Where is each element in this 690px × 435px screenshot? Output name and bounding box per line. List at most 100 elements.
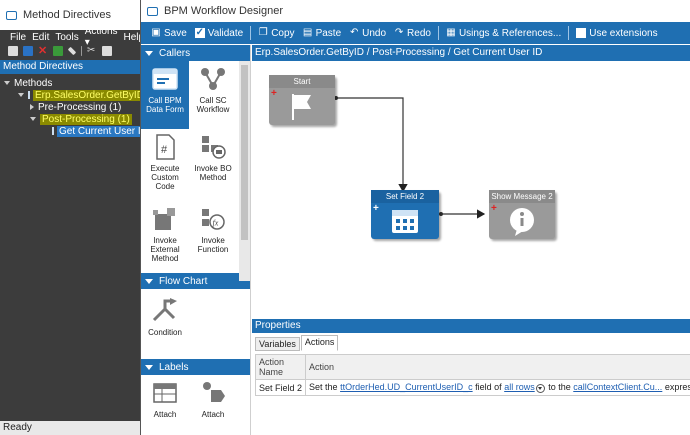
redo-icon: ↷ [394, 27, 404, 38]
code-file-icon: # [151, 133, 179, 161]
callers-label: Callers [159, 47, 191, 59]
table-header-row: Action Name Action [254, 354, 690, 380]
properties-panel: Variables Actions Action Name Action Set… [252, 333, 690, 435]
add-icon[interactable]: + [491, 203, 497, 214]
undo-button[interactable]: ↶ Undo [345, 22, 390, 44]
action-text: Set the [309, 382, 338, 393]
toolbox-item-label: Call SC Workflow [196, 96, 230, 114]
table-row[interactable]: Set Field 2 Set the ttOrderHed.UD_Curren… [254, 379, 690, 396]
cut-icon[interactable]: ✂ [87, 45, 96, 56]
action-name-cell: Set Field 2 [254, 379, 307, 396]
node-title: Show Message 2 [489, 190, 555, 203]
tree-row-method[interactable]: Erp.SalesOrder.GetByID [0, 89, 146, 101]
save-button[interactable]: ▣ Save [147, 22, 191, 44]
workflow-canvas[interactable]: Start + Set Field 2 + Show Message 2 + [252, 61, 690, 319]
redo-button[interactable]: ↷ Redo [390, 22, 435, 44]
references-icon: ▦ [446, 27, 456, 38]
save-icon[interactable] [23, 46, 33, 56]
collapsed-caret-icon[interactable] [30, 104, 34, 110]
expanded-caret-icon[interactable] [4, 81, 10, 85]
toolbox-item-label: Invoke Function [197, 236, 229, 254]
toolbox-invoke-function[interactable]: fx Invoke Function [189, 201, 237, 273]
flag-icon [292, 94, 311, 120]
scrollbar-thumb[interactable] [241, 65, 248, 240]
node-title: Set Field 2 [371, 190, 439, 203]
toolbar-divider [250, 26, 252, 40]
validate-label: Validate [207, 27, 244, 39]
tree-label-pre-processing: Pre-Processing (1) [38, 101, 122, 113]
tree-row-pre-processing[interactable]: Pre-Processing (1) [0, 101, 140, 113]
toolbox-call-sc-workflow[interactable]: Call SC Workflow [189, 61, 237, 129]
connector-dot [334, 96, 338, 100]
tree-row-post-processing[interactable]: Post-Processing (1) [0, 113, 140, 125]
toolbox-item-label: Condition [148, 328, 182, 337]
toolbox-scrollbar[interactable] [239, 61, 250, 281]
validate-button[interactable]: ✓ Validate [191, 22, 247, 44]
save-icon: ▣ [151, 27, 161, 38]
paste-button[interactable]: ▤ Paste [299, 22, 346, 44]
flow-chart-section-header[interactable]: Flow Chart [141, 273, 250, 289]
toolbox-panel: Callers Call BPM Data Form Call SC Workf… [141, 45, 251, 435]
tree-row-directive[interactable]: Get Current User ID [0, 125, 150, 137]
labels-grid: Attach Attach [141, 375, 239, 421]
rows-link[interactable]: all rows [504, 382, 535, 393]
properties-tabs: Variables Actions [252, 333, 690, 351]
tree-label-method: Erp.SalesOrder.GetByID [33, 89, 146, 101]
toolbox-invoke-external-method[interactable]: Invoke External Method [141, 201, 189, 273]
toolbox-attach-1[interactable]: Attach [141, 375, 189, 421]
eraser-icon[interactable] [67, 46, 77, 56]
toolbox-call-bpm-data-form[interactable]: Call BPM Data Form [141, 61, 189, 129]
toolbox-invoke-bo-method[interactable]: Invoke BO Method [189, 129, 237, 201]
tab-actions[interactable]: Actions [300, 335, 339, 351]
usings-references-button[interactable]: ▦ Usings & References... [442, 22, 565, 44]
menu-help[interactable]: Help [123, 31, 145, 43]
flow-chart-grid: Condition [141, 289, 239, 359]
refresh-icon[interactable] [53, 46, 63, 56]
toolbox-condition[interactable]: Condition [141, 289, 189, 359]
method-directives-window: Method Directives File Edit Tools Action… [0, 0, 150, 435]
toolbox-execute-custom-code[interactable]: # Execute Custom Code [141, 129, 189, 201]
delete-icon[interactable]: ✕ [38, 45, 48, 57]
collapse-caret-icon [145, 50, 153, 56]
column-header-action[interactable]: Action [305, 354, 690, 380]
directive-node-icon [52, 127, 54, 135]
dropdown-icon[interactable] [535, 383, 545, 393]
flow-chart-label: Flow Chart [159, 275, 208, 287]
copy-label: Copy [271, 27, 295, 39]
expanded-caret-icon[interactable] [30, 117, 36, 121]
copy-icon[interactable] [102, 46, 112, 56]
start-node[interactable]: Start + [269, 75, 335, 125]
expression-link[interactable]: callContextClient.Cu... [573, 382, 663, 393]
redo-label: Redo [407, 27, 431, 39]
undo-label: Undo [362, 27, 387, 39]
menu-edit[interactable]: Edit [32, 31, 50, 43]
copy-button[interactable]: ❐ Copy [254, 22, 298, 44]
methods-tree: Methods Erp.SalesOrder.GetByID Pre-Proce… [0, 74, 150, 137]
toolbox-item-label: Call BPM Data Form [146, 96, 184, 114]
menu-tools[interactable]: Tools [55, 31, 79, 43]
toolbox-attach-2[interactable]: Attach [189, 375, 237, 421]
use-extensions-toggle[interactable]: Use extensions [572, 22, 661, 44]
external-method-icon [151, 205, 179, 233]
menu-file[interactable]: File [10, 31, 27, 43]
expanded-caret-icon[interactable] [18, 93, 24, 97]
tab-variables[interactable]: Variables [255, 337, 300, 351]
tree-row-methods[interactable]: Methods [0, 77, 140, 89]
action-text: expression [664, 382, 690, 393]
checkbox-icon: ✓ [194, 27, 205, 38]
toolbox-item-label: Execute Custom Code [150, 164, 180, 191]
copy-icon: ❐ [258, 27, 268, 38]
column-header-action-name[interactable]: Action Name [254, 354, 307, 380]
labels-section-header[interactable]: Labels [141, 359, 250, 375]
new-icon[interactable] [8, 46, 18, 56]
action-text: field of [475, 382, 502, 393]
info-bubble-icon [510, 208, 534, 236]
menu-actions[interactable]: Actions ▾ [84, 26, 118, 48]
connector-layer [334, 96, 486, 219]
field-link[interactable]: ttOrderHed.UD_CurrentUserID_c [340, 382, 473, 393]
add-icon[interactable]: + [373, 203, 379, 214]
add-icon[interactable]: + [271, 88, 277, 99]
set-field-node[interactable]: Set Field 2 + [371, 190, 439, 239]
show-message-node[interactable]: Show Message 2 + [489, 190, 555, 239]
callers-section-header[interactable]: Callers [141, 45, 250, 61]
